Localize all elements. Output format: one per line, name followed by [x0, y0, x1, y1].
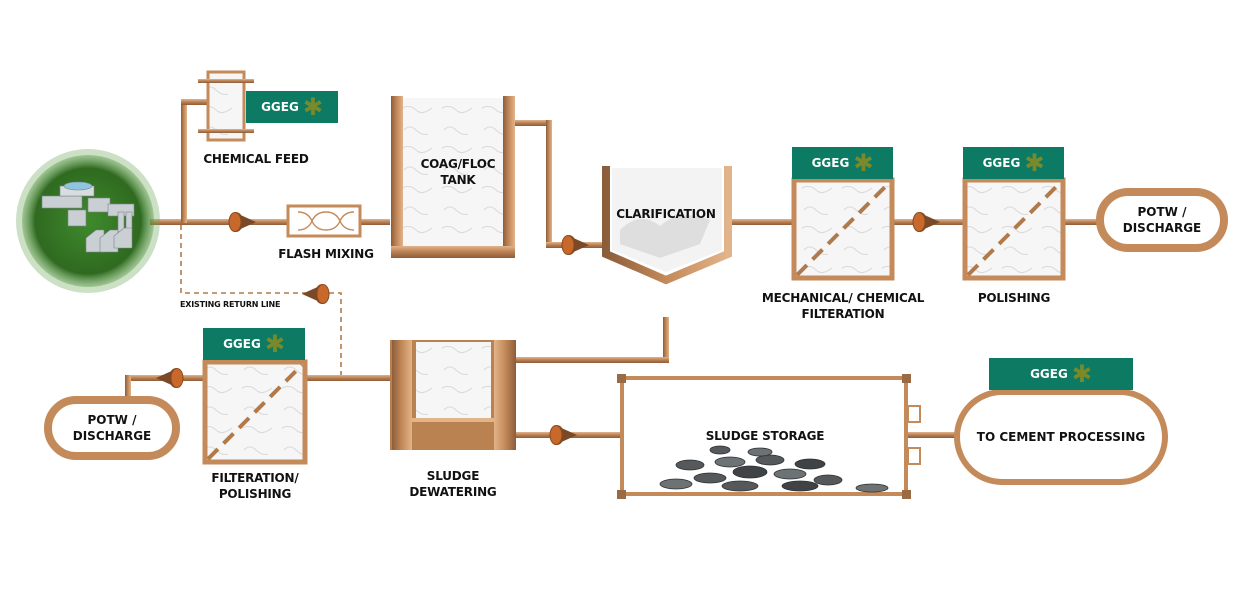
- sludge-storage-tank: [617, 374, 921, 499]
- mechanical-chemical-filter: [791, 177, 895, 281]
- asterisk-leaf-icon: ✱: [264, 330, 285, 358]
- label-line: FILTERATION: [801, 307, 885, 321]
- label-flash-mixing: FLASH MIXING: [278, 247, 374, 261]
- pipe-dewatering-to-filtration: [306, 375, 390, 381]
- valve-icon: [549, 424, 578, 446]
- brand-label: GGEG: [223, 337, 261, 351]
- pipe-potw-bottom-riser: [125, 375, 131, 401]
- label-filtration-polishing: FILTERATION/ POLISHING: [190, 470, 320, 502]
- valve-icon: [912, 211, 941, 233]
- polishing-filter: [962, 177, 1066, 281]
- label-line: TANK: [440, 173, 476, 187]
- coag-floc-tank: [391, 96, 515, 258]
- pipe-drain-horizontal: [514, 357, 669, 363]
- brand-label: GGEG: [1030, 367, 1068, 381]
- label-existing-return-line: EXISTING RETURN LINE: [180, 300, 281, 309]
- potw-top-capsule: [1096, 188, 1228, 252]
- ggeg-badge-cement: GGEG✱: [989, 358, 1133, 390]
- clarifier-tank: [602, 166, 732, 285]
- label-clarification: CLARIFICATION: [616, 207, 716, 221]
- sludge-pile-icon: [659, 445, 889, 493]
- label-line: COAG/FLOC: [420, 157, 496, 171]
- asterisk-leaf-icon: ✱: [1024, 149, 1045, 177]
- label-line: FILTERATION/: [211, 471, 299, 485]
- label-mech-chem-filtration: MECHANICAL/ CHEMICAL FILTERATION: [750, 290, 936, 322]
- ggeg-badge-chemical-feed: GGEG✱: [246, 91, 338, 123]
- label-potw-bottom: POTW / DISCHARGE: [52, 404, 172, 452]
- flash-mixing-unit: [286, 204, 362, 238]
- pipe-clarification-out: [728, 219, 794, 225]
- potw-bottom-capsule: [44, 396, 180, 460]
- pipe-polishing-to-potw: [1064, 219, 1098, 225]
- pipe-coag-out: [514, 120, 552, 126]
- label-line: DISCHARGE: [1122, 221, 1202, 235]
- valve-icon: [155, 367, 184, 389]
- label-cement-processing: TO CEMENT PROCESSING: [976, 430, 1146, 444]
- pipe-clarification-drain: [663, 317, 669, 363]
- ggeg-badge-polishing: GGEG✱: [963, 147, 1064, 179]
- label-coag-floc-tank: COAG/FLOC TANK: [400, 156, 516, 188]
- valve-icon: [561, 234, 590, 256]
- label-polishing: POLISHING: [977, 291, 1051, 305]
- label-potw-top: POTW / DISCHARGE: [1104, 196, 1220, 244]
- brand-label: GGEG: [982, 156, 1021, 170]
- asterisk-leaf-icon: ✱: [853, 149, 874, 177]
- brand-label: GGEG: [811, 156, 850, 170]
- brand-label: GGEG: [261, 100, 299, 114]
- label-line: POTW /: [1137, 205, 1187, 219]
- label-chemical-feed: CHEMICAL FEED: [203, 152, 309, 166]
- filtration-polishing-filter: [202, 359, 308, 465]
- valve-icon: [301, 283, 330, 305]
- asterisk-leaf-icon: ✱: [302, 93, 323, 121]
- label-line: POTW /: [87, 413, 137, 427]
- existing-return-line: [180, 225, 342, 375]
- pipe-chemical-feed-horizontal: [181, 99, 207, 105]
- asterisk-leaf-icon: ✱: [1071, 360, 1092, 388]
- valve-icon: [228, 211, 257, 233]
- label-line: DISCHARGE: [72, 429, 152, 443]
- pipe-storage-to-cement: [908, 432, 956, 438]
- facility-icon: [41, 181, 135, 253]
- pipe-coag-down: [546, 120, 552, 248]
- label-line: DEWATERING: [409, 485, 497, 499]
- label-sludge-storage: SLUDGE STORAGE: [705, 429, 825, 443]
- ggeg-badge-filtration-polishing: GGEG✱: [203, 328, 305, 360]
- chemical-feed-unit: [198, 70, 254, 142]
- pipe-main-top: [150, 219, 390, 225]
- source-facility-globe: [16, 149, 160, 293]
- sludge-dewatering-tank: [390, 340, 516, 450]
- ggeg-badge-mech-filtration: GGEG✱: [792, 147, 893, 179]
- cement-processing-capsule: [954, 389, 1168, 485]
- label-sludge-dewatering: SLUDGE DEWATERING: [390, 468, 516, 500]
- pipe-chemical-feed-vertical: [181, 99, 187, 223]
- label-line: SLUDGE: [426, 469, 480, 483]
- label-line: POLISHING: [218, 487, 292, 501]
- label-line: MECHANICAL/ CHEMICAL: [761, 291, 925, 305]
